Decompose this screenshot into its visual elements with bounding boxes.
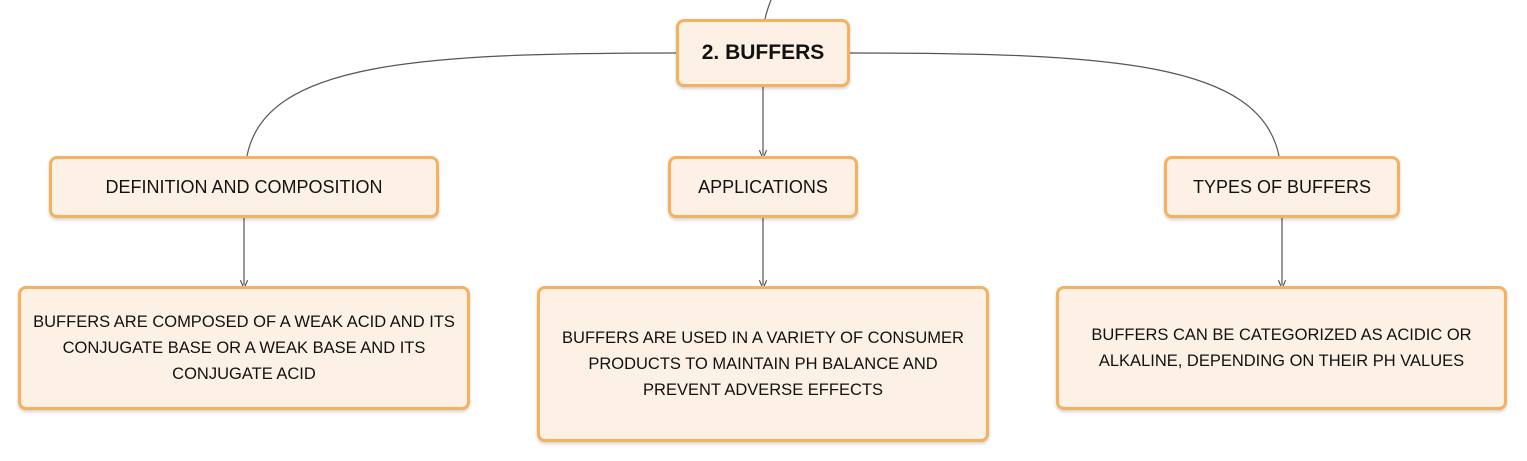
root-node-label: 2. BUFFERS [701, 41, 825, 64]
detail-node-definition[interactable]: BUFFERS ARE COMPOSED OF A WEAK ACID AND … [18, 286, 470, 410]
detail-node-applications[interactable]: BUFFERS ARE USED IN A VARIETY OF CONSUME… [537, 286, 989, 442]
topic-node-label: DEFINITION AND COMPOSITION [105, 176, 383, 197]
connector-root-to-types [849, 52, 1280, 157]
incoming-connector [764, 0, 772, 20]
detail-node-text: BUFFERS ARE COMPOSED OF A WEAK ACID AND … [33, 313, 455, 383]
topic-node-definition[interactable]: DEFINITION AND COMPOSITION [49, 156, 439, 218]
connector-root-to-definition [246, 52, 677, 157]
detail-node-text: BUFFERS ARE USED IN A VARIETY OF CONSUME… [562, 329, 964, 399]
detail-node-types[interactable]: BUFFERS CAN BE CATEGORIZED AS ACIDIC OR … [1056, 286, 1507, 410]
root-node-buffers[interactable]: 2. BUFFERS [676, 19, 850, 87]
topic-node-types[interactable]: TYPES OF BUFFERS [1164, 156, 1400, 218]
topic-node-applications[interactable]: APPLICATIONS [668, 156, 858, 218]
topic-node-label: APPLICATIONS [698, 176, 828, 197]
detail-node-text: BUFFERS CAN BE CATEGORIZED AS ACIDIC OR … [1091, 326, 1472, 370]
topic-node-label: TYPES OF BUFFERS [1192, 176, 1372, 197]
